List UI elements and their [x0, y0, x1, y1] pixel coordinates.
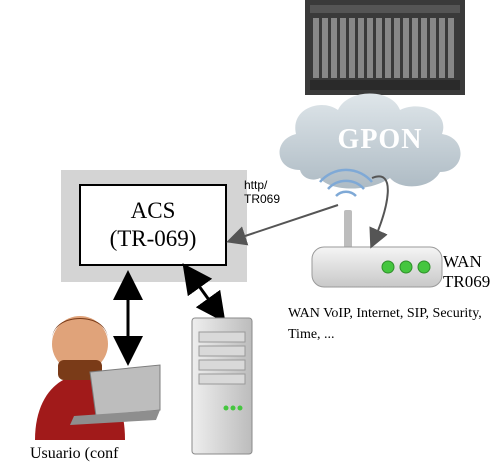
- olt-chassis-icon: [305, 0, 465, 95]
- acs-title: ACS: [130, 198, 176, 223]
- cloud-icon: [279, 93, 461, 189]
- acs-subtitle: (TR-069): [109, 226, 197, 251]
- link-label-line2: TR069: [244, 192, 281, 206]
- user-laptop-icon: [35, 316, 161, 440]
- cpe-label-line2: TR069: [443, 272, 491, 291]
- link-label: http/ TR069: [244, 178, 280, 206]
- wifi-waves-icon: [319, 168, 373, 197]
- cloud-label: GPON: [337, 124, 423, 155]
- router-icon: [311, 210, 443, 288]
- link-label-line1: http/: [244, 178, 268, 192]
- acs-node[interactable]: ACS (TR-069): [79, 184, 227, 266]
- cpe-label-line1: WAN: [443, 252, 482, 271]
- services-label: WAN VoIP, Internet, SIP, Security, Time,…: [288, 306, 482, 342]
- server-tower-icon: [191, 317, 253, 455]
- cpe-label: WAN TR069: [443, 252, 490, 292]
- user-label: Usuario (conf: [30, 445, 119, 462]
